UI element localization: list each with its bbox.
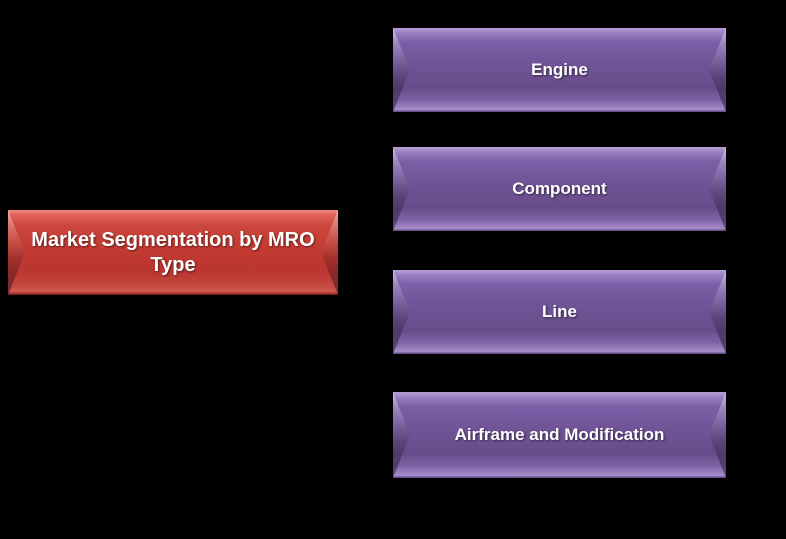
bevel-right-edge xyxy=(709,392,726,478)
bevel-right-edge xyxy=(709,147,726,231)
bevel-left-edge xyxy=(393,147,410,231)
node-component[interactable]: Component xyxy=(393,147,726,231)
bevel-right-edge xyxy=(709,270,726,354)
bevel-right-edge xyxy=(709,28,726,112)
child-node-label: Engine xyxy=(531,60,588,80)
child-node-label: Airframe and Modification xyxy=(454,425,665,445)
bevel-left-edge xyxy=(393,270,410,354)
node-engine[interactable]: Engine xyxy=(393,28,726,112)
child-node-label: Component xyxy=(512,179,607,199)
bevel-left-edge xyxy=(393,392,410,478)
node-market-segmentation-by-mro-type[interactable]: Market Segmentation by MRO Type xyxy=(8,210,338,295)
node-line[interactable]: Line xyxy=(393,270,726,354)
node-airframe-and-modification[interactable]: Airframe and Modification xyxy=(393,392,726,478)
child-node-label: Line xyxy=(542,302,577,322)
root-node-label: Market Segmentation by MRO Type xyxy=(31,228,315,276)
bevel-left-edge xyxy=(393,28,410,112)
